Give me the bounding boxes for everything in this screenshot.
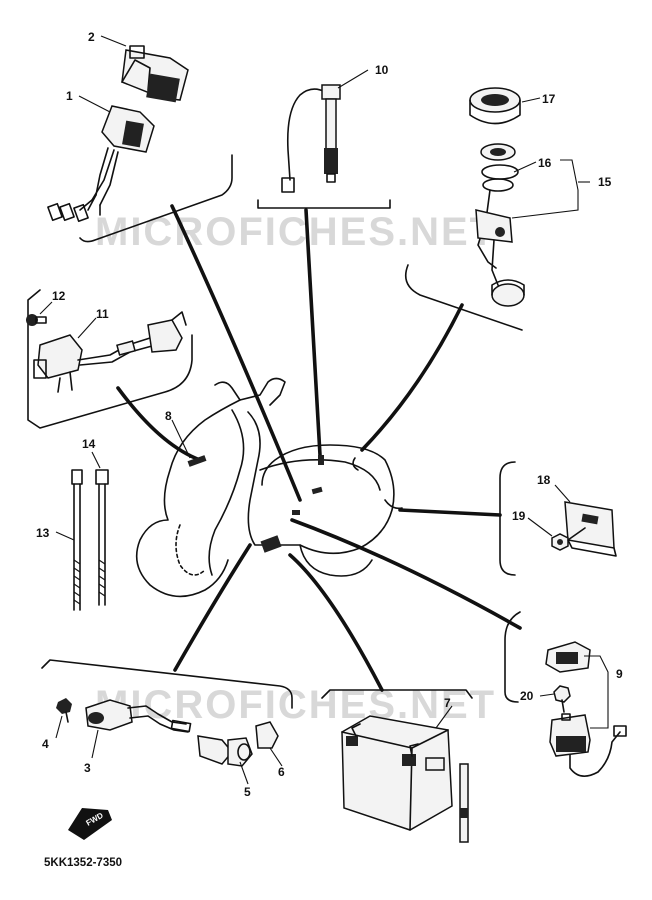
panel-outline-11-12	[27, 289, 193, 429]
part-11-wire-harness	[33, 311, 187, 393]
leader-line-17	[521, 97, 541, 103]
leader-line-11	[77, 317, 97, 339]
panel-outline-3-6	[41, 659, 293, 709]
callout-16: 16	[538, 156, 552, 170]
callout-4: 4	[42, 737, 49, 751]
callout-12: 12	[52, 289, 66, 303]
leader-line-9	[584, 655, 609, 729]
leader-line-4	[55, 715, 63, 739]
leader-line-7	[435, 705, 453, 729]
part-17-grommet	[469, 87, 521, 125]
part-15-fuel-sender	[475, 143, 525, 307]
watermark-top: MICROFICHES.NET	[95, 210, 496, 254]
callout-13: 13	[36, 526, 50, 540]
callout-19: 19	[512, 509, 526, 523]
callout-9: 9	[616, 667, 623, 681]
front-direction-arrow-icon: FWD	[68, 808, 112, 840]
part-5-plug-cap	[197, 735, 253, 767]
part-4-bolt	[56, 698, 72, 723]
panel-outline-10	[257, 199, 391, 209]
leader-line-13	[55, 531, 75, 541]
callout-20: 20	[520, 689, 534, 703]
part-6-boot	[255, 721, 279, 749]
leader-line-8	[171, 419, 191, 459]
leader-line-20	[539, 693, 555, 697]
panel-outline-18-19	[499, 461, 516, 576]
callout-2: 2	[88, 30, 95, 44]
part-18-bracket	[564, 501, 617, 557]
callout-7: 7	[444, 696, 451, 710]
part-9-relay	[545, 641, 627, 777]
leader-line-18	[554, 484, 571, 503]
panel-outline-1-2	[79, 154, 233, 243]
leader-line-16	[513, 161, 537, 173]
leader-line-2	[100, 35, 127, 47]
part-1-relay	[47, 105, 155, 223]
leader-wire-18	[398, 508, 502, 517]
callout-18: 18	[537, 473, 551, 487]
callout-3: 3	[84, 761, 91, 775]
panel-outline-15-17	[404, 264, 523, 331]
part-19-nut	[551, 527, 586, 551]
callout-17: 17	[542, 92, 556, 106]
part-10-sensor	[281, 84, 341, 193]
leader-line-15	[511, 159, 579, 219]
scooter-outline	[135, 377, 403, 598]
leader-wire-11	[116, 386, 202, 462]
leader-line-1	[78, 95, 111, 113]
part-13-cable-tie	[71, 469, 83, 611]
diagram-code: 5KK1352-7350	[44, 857, 122, 869]
part-20-screw	[553, 685, 571, 713]
leader-line-10	[337, 69, 369, 89]
leader-line-3	[91, 729, 99, 759]
callout-11: 11	[96, 307, 109, 321]
callout-15: 15	[598, 175, 612, 189]
leader-wire-7	[288, 553, 384, 692]
callout-5: 5	[244, 785, 251, 799]
callout-6: 6	[278, 765, 285, 779]
part-7-battery	[341, 715, 469, 843]
panel-outline-7	[321, 689, 473, 699]
leader-wire-15	[360, 303, 464, 452]
callout-14: 14	[82, 437, 96, 451]
part-12-bolt	[26, 314, 47, 326]
panel-outline-9-20	[504, 611, 521, 703]
part-2-relay	[121, 45, 189, 103]
leader-line-12	[39, 301, 53, 315]
leader-wire-1	[170, 204, 302, 502]
callout-8: 8	[165, 409, 172, 423]
leader-line-5	[239, 761, 249, 785]
leader-wire-9	[290, 518, 522, 630]
callout-1: 1	[66, 89, 73, 103]
leader-wire-3	[173, 543, 252, 672]
leader-line-14	[91, 451, 101, 469]
part-3-ignition-coil	[85, 699, 192, 733]
leader-wire-10	[304, 208, 322, 457]
part-14-cable-tie	[95, 469, 109, 606]
leader-line-19	[527, 517, 553, 537]
callout-10: 10	[375, 63, 389, 77]
leader-line-6	[269, 747, 283, 767]
